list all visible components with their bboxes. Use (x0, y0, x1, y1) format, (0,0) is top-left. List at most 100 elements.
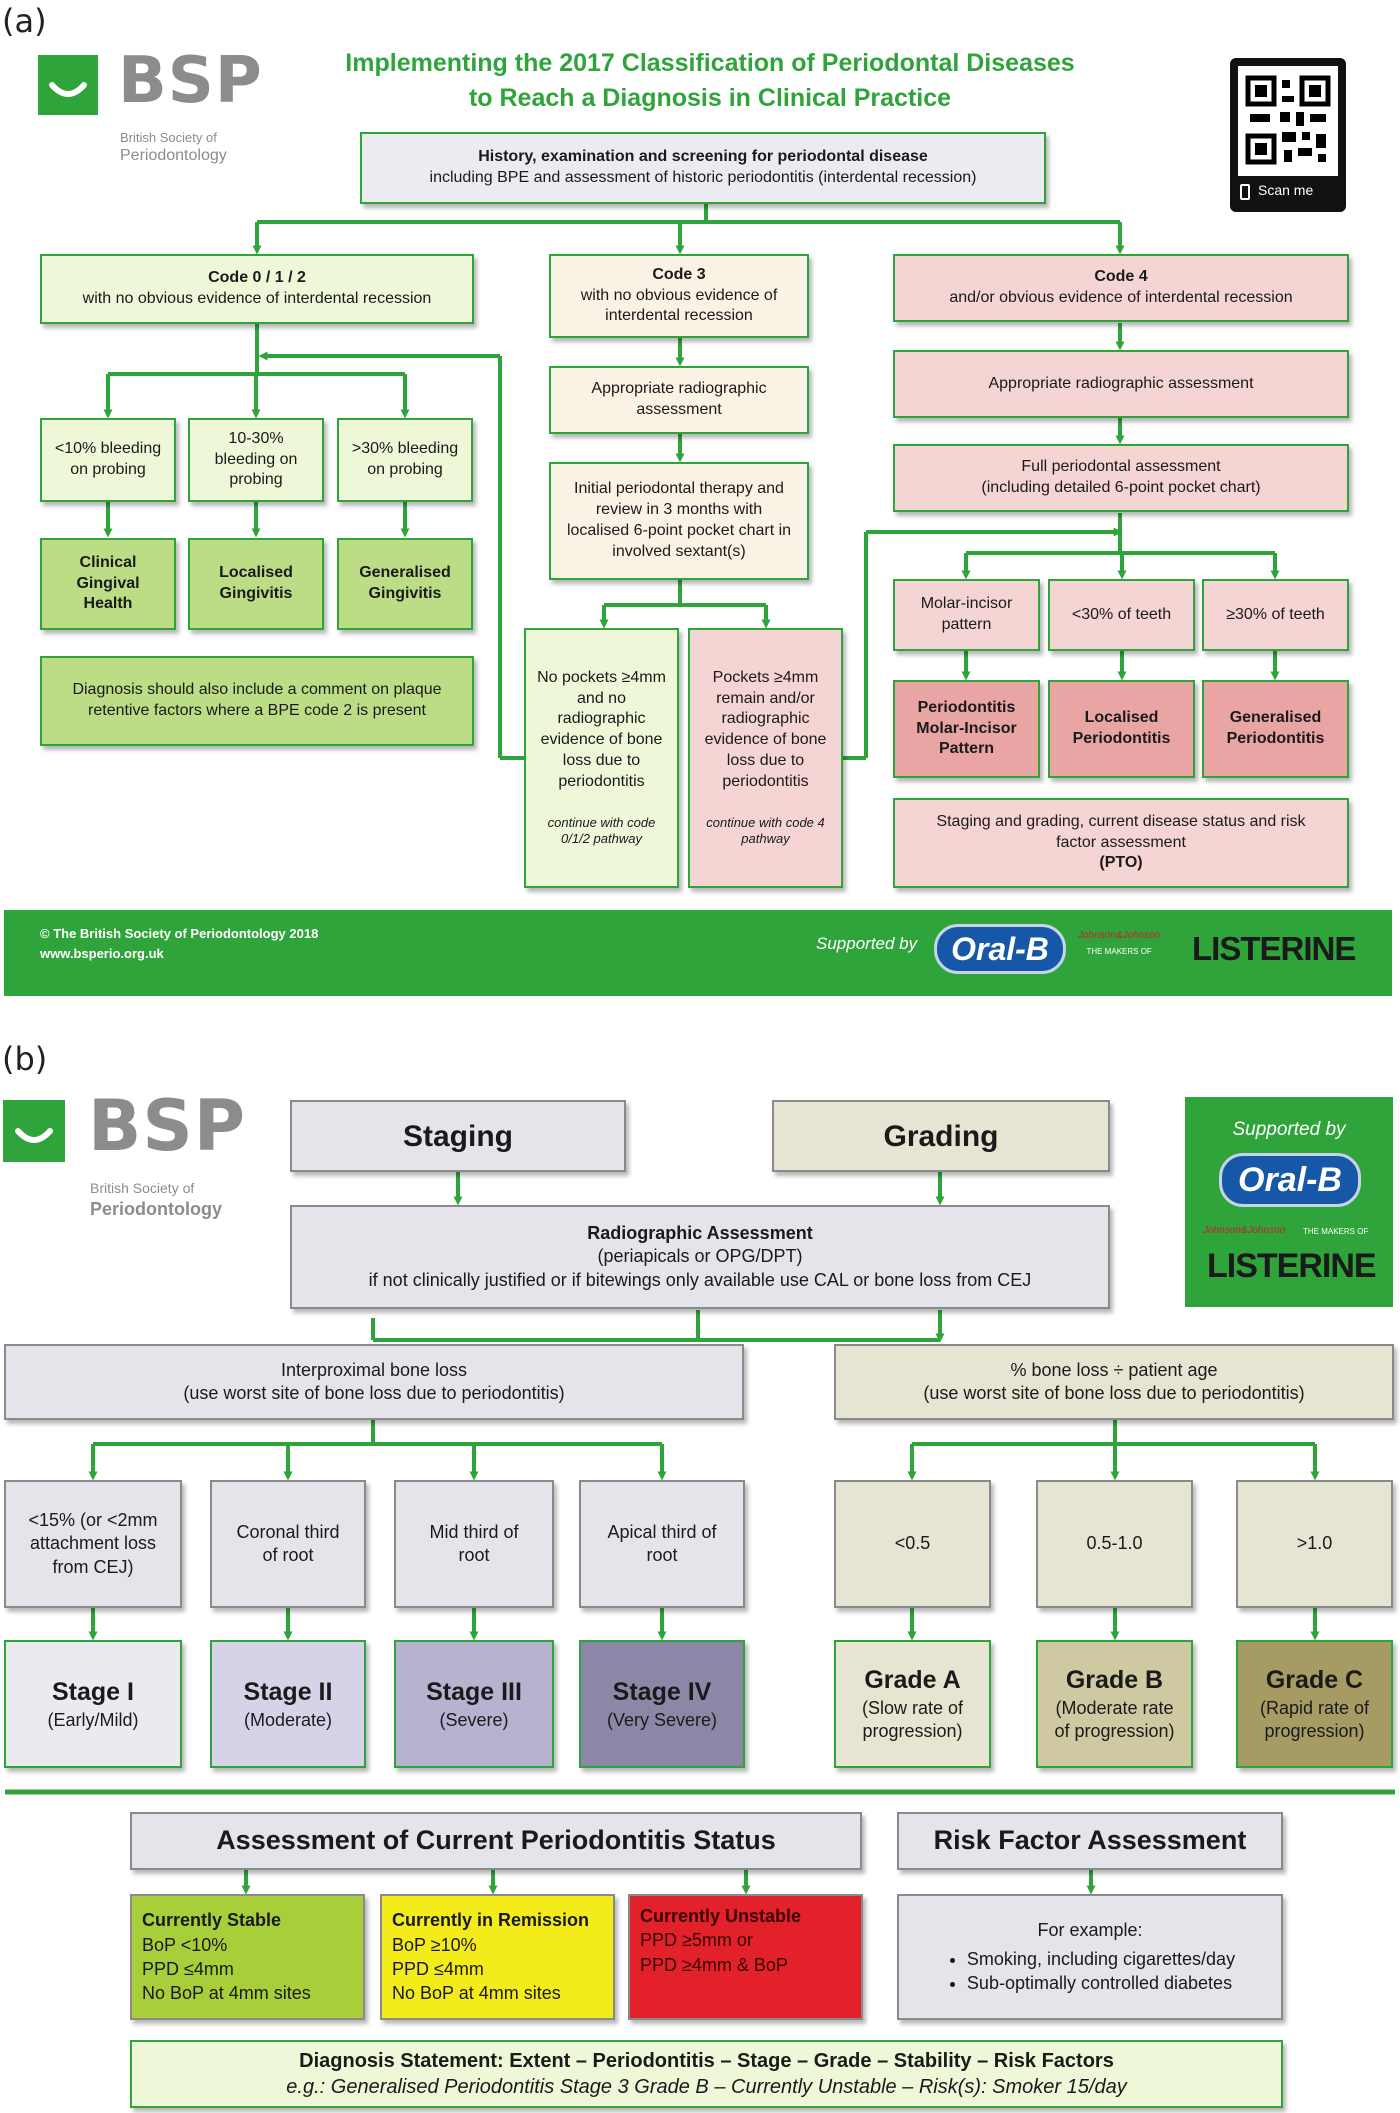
history-box: History, examination and screening for p… (360, 132, 1046, 204)
code-4-radiographic-box: Appropriate radiographic assessment (893, 350, 1349, 418)
grade-b-box: Grade B (Moderate rate of progression) (1036, 1640, 1193, 1768)
currently-in-remission-box: Currently in Remission BoP ≥10% PPD ≤4mm… (380, 1894, 615, 2020)
history-subtitle: including BPE and assessment of historic… (429, 169, 977, 186)
apical-third-box: Apical third of root (579, 1480, 745, 1608)
pct-bone-loss-box: % bone loss ÷ patient age (use worst sit… (834, 1344, 1394, 1420)
initial-therapy-box: Initial periodontal therapy and review i… (549, 462, 809, 580)
bleeding-gt30-box: >30% bleeding on probing (337, 418, 473, 502)
no-pockets-text: No pockets ≥4mm and no radiographic evid… (537, 668, 666, 790)
generalised-periodontitis-box: Generalised Periodontitis (1202, 680, 1349, 778)
grade-ratio-05-10-box: 0.5-1.0 (1036, 1480, 1193, 1608)
currently-stable-box: Currently Stable BoP <10% PPD ≤4mm No Bo… (130, 1894, 365, 2020)
panel-a-title-line2: to Reach a Diagnosis in Clinical Practic… (468, 84, 952, 112)
grading-header: Grading (772, 1100, 1110, 1172)
jj-logo-text: Johnson&Johnson (1203, 1225, 1286, 1236)
code-012-box: Code 0 / 1 / 2 with no obvious evidence … (40, 254, 474, 324)
smile-icon (3, 1100, 65, 1162)
bsp-logo-subtitle-b: British Society of Periodontology (90, 1180, 222, 1219)
full-assessment-box: Full periodontal assessment (including d… (893, 444, 1349, 512)
stage-2-box: Stage II (Moderate) (210, 1640, 366, 1768)
panel-a-label: (a) (2, 2, 47, 40)
oral-b-logo: Oral-B (934, 924, 1066, 974)
supported-by-panel: Supported by Oral-B Johnson&Johnson THE … (1185, 1097, 1393, 1307)
panel-a-footer: © The British Society of Periodontology … (4, 910, 1392, 996)
lt30-teeth-box: <30% of teeth (1048, 579, 1195, 651)
diagnosis-statement-box: Diagnosis Statement: Extent – Periodonti… (130, 2040, 1283, 2108)
code-4-subtitle: and/or obvious evidence of interdental r… (949, 289, 1293, 306)
pockets-remain-continue: continue with code 4 pathway (706, 814, 825, 847)
bsp-logo-subtitle-a: British Society of Periodontology (120, 130, 227, 165)
pockets-remain-text: Pockets ≥4mm remain and/or radiographic … (704, 668, 827, 790)
plaque-note-box: Diagnosis should also include a comment … (40, 656, 474, 746)
code-4-box: Code 4 and/or obvious evidence of interd… (893, 254, 1349, 322)
full-assessment-title: Full periodontal assessment (1021, 458, 1221, 476)
list-item: Sub-optimally controlled diabetes (967, 1972, 1235, 1995)
full-assessment-subtitle: (including detailed 6-point pocket chart… (981, 479, 1261, 496)
qr-code-icon (1238, 66, 1338, 176)
code-3-box: Code 3 with no obvious evidence of inter… (549, 254, 809, 338)
stage-4-box: Stage IV (Very Severe) (579, 1640, 745, 1768)
no-pockets-continue: continue with code 0/1/2 pathway (547, 814, 656, 847)
radiographic-note: if not clinically justified or if bitewi… (368, 1269, 1032, 1290)
panel-b-label: (b) (2, 1040, 48, 1078)
stage-3-box: Stage III (Severe) (394, 1640, 554, 1768)
jj-makers-text: THE MAKERS OF (1303, 1227, 1369, 1236)
footer-url[interactable]: www.bsperio.org.uk (40, 946, 164, 961)
radiographic-title: Radiographic Assessment (587, 1222, 813, 1243)
risk-factor-examples-box: For example: Smoking, including cigarett… (897, 1894, 1283, 2020)
footer-copyright: © The British Society of Periodontology … (40, 926, 319, 941)
code-012-title: Code 0 / 1 / 2 (208, 269, 306, 287)
clinical-gingival-health-box: Clinical Gingival Health (40, 538, 176, 630)
qr-code-card[interactable]: Scan me (1230, 58, 1346, 212)
supported-by-text: Supported by (1232, 1119, 1346, 1140)
diagnosis-statement-title: Diagnosis Statement: Extent – Periodonti… (299, 2050, 1114, 2072)
coronal-third-box: Coronal third of root (210, 1480, 366, 1608)
listerine-logo: LISTERINE (1207, 1247, 1377, 1285)
staging-header: Staging (290, 1100, 626, 1172)
bleeding-lt10-box: <10% bleeding on probing (40, 418, 176, 502)
panel-a-title-line1: Implementing the 2017 Classification of … (345, 49, 1075, 77)
risk-factor-header: Risk Factor Assessment (897, 1812, 1283, 1870)
radiographic-assessment-box: Radiographic Assessment (periapicals or … (290, 1205, 1110, 1309)
history-title: History, examination and screening for p… (478, 148, 928, 166)
risk-example-label: For example: (1037, 1919, 1143, 1940)
listerine-logo: LISTERINE (1192, 930, 1356, 967)
panel-a-title: Implementing the 2017 Classification of … (310, 46, 1110, 116)
diagnosis-statement-example: e.g.: Generalised Periodontitis Stage 3 … (286, 2076, 1127, 2098)
risk-factor-list: Smoking, including cigarettes/day Sub-op… (945, 1948, 1235, 1995)
code-3-radiographic-box: Appropriate radiographic assessment (549, 366, 809, 434)
code-3-title: Code 3 (652, 265, 706, 283)
molar-incisor-box: Molar-incisor pattern (893, 579, 1040, 651)
bsp-logo-a (38, 55, 98, 115)
pockets-remain-box: Pockets ≥4mm remain and/or radiographic … (688, 628, 843, 888)
grade-c-box: Grade C (Rapid rate of progression) (1236, 1640, 1393, 1768)
ge30-teeth-box: ≥30% of teeth (1202, 579, 1349, 651)
jj-logo: Johnson&Johnson THE MAKERS OF (1078, 930, 1161, 956)
interproximal-bone-loss-box: Interproximal bone loss (use worst site … (4, 1344, 744, 1420)
qr-caption: Scan me (1258, 182, 1314, 198)
staging-grading-text: Staging and grading, current disease sta… (936, 812, 1306, 851)
phone-icon (1240, 184, 1250, 200)
footer-supported-by: Supported by (816, 934, 918, 953)
grade-a-box: Grade A (Slow rate of progression) (834, 1640, 991, 1768)
staging-grading-pto-box: Staging and grading, current disease sta… (893, 798, 1349, 888)
bsp-logo-text-b: BSP (88, 1085, 247, 1167)
code-012-subtitle: with no obvious evidence of interdental … (82, 290, 432, 307)
pto-text: (PTO) (1099, 854, 1143, 872)
periodontitis-mip-box: Periodontitis Molar-Incisor Pattern (893, 680, 1040, 778)
mid-third-box: Mid third of root (394, 1480, 554, 1608)
no-pockets-box: No pockets ≥4mm and no radiographic evid… (524, 628, 679, 888)
localised-periodontitis-box: Localised Periodontitis (1048, 680, 1195, 778)
generalised-gingivitis-box: Generalised Gingivitis (337, 538, 473, 630)
grade-ratio-lt05-box: <0.5 (834, 1480, 991, 1608)
list-item: Smoking, including cigarettes/day (967, 1948, 1235, 1971)
oral-b-logo: Oral-B (1219, 1153, 1361, 1207)
stage-1-box: Stage I (Early/Mild) (4, 1640, 182, 1768)
bone-loss-lt15-box: <15% (or <2mm attachment loss from CEJ) (4, 1480, 182, 1608)
localised-gingivitis-box: Localised Gingivitis (188, 538, 324, 630)
radiographic-subtitle: (periapicals or OPG/DPT) (597, 1246, 803, 1267)
currently-unstable-box: Currently Unstable PPD ≥5mm or PPD ≥4mm … (628, 1894, 863, 2020)
smile-icon (38, 55, 98, 115)
code-4-title: Code 4 (1094, 268, 1148, 286)
